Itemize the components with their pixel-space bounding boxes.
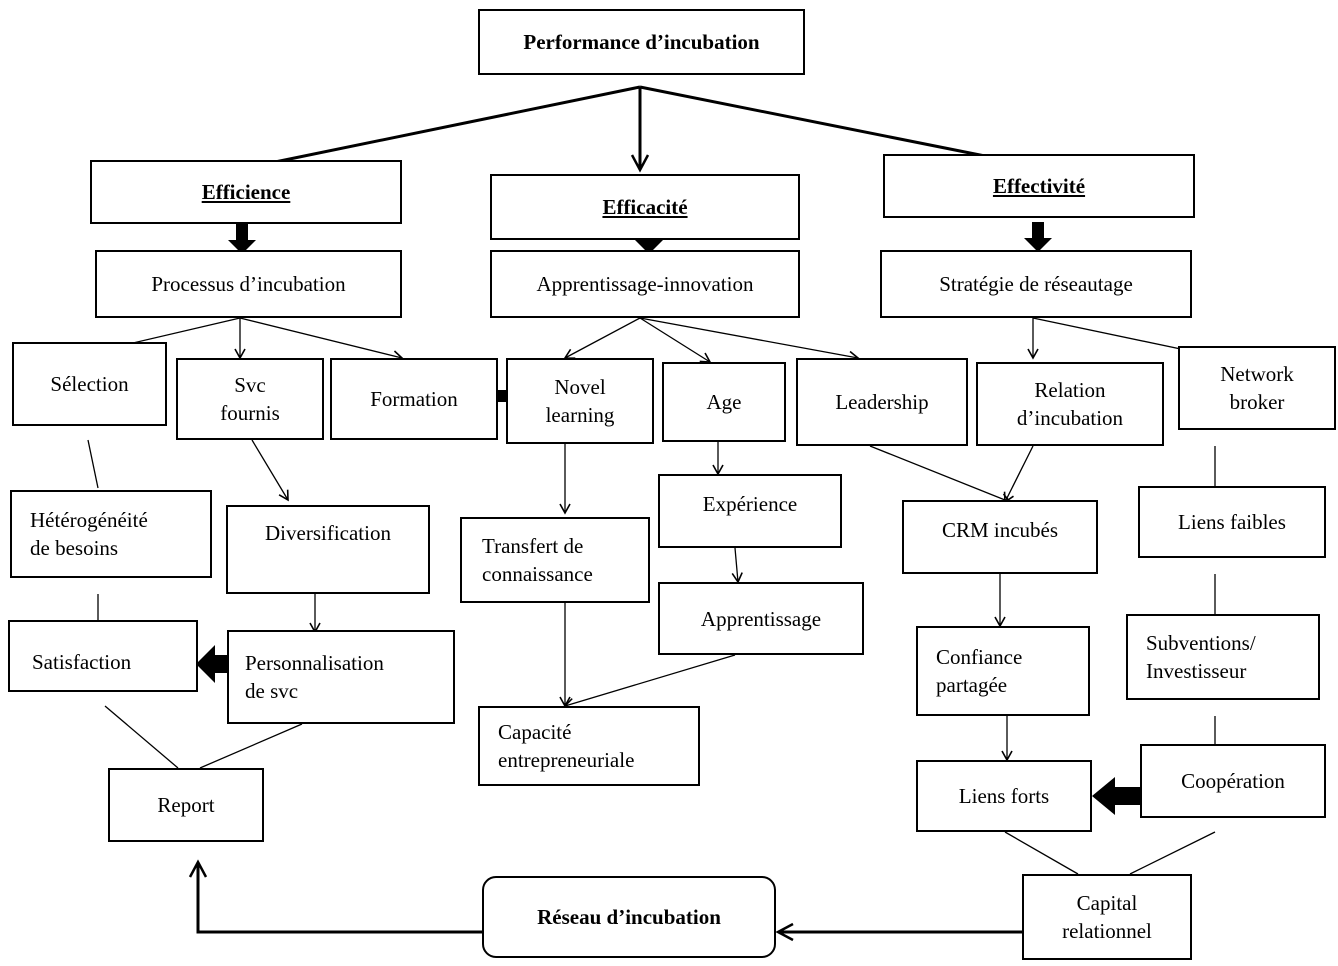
node-svc-fournis-label: Svc fournis xyxy=(220,373,280,425)
node-efficacite: Efficacité xyxy=(490,174,800,240)
node-leadership: Leadership xyxy=(796,358,968,446)
node-heterogeneite: Hétérogénéité de besoins xyxy=(10,490,212,578)
node-apprentissage-innovation: Apprentissage-innovation xyxy=(490,250,800,318)
node-personnalisation: Personnalisation de svc xyxy=(227,630,455,724)
node-capital: Capital relationnel xyxy=(1022,874,1192,960)
node-formation-label: Formation xyxy=(370,387,458,411)
node-selection: Sélection xyxy=(12,342,167,426)
top-connectors xyxy=(274,85,986,173)
lower-connectors xyxy=(87,439,1216,875)
node-reseau-label: Réseau d’incubation xyxy=(537,905,721,929)
node-network-broker-label: Network broker xyxy=(1220,362,1294,414)
node-capacite-label: Capacité entrepreneuriale xyxy=(498,720,635,772)
node-reseau: Réseau d’incubation xyxy=(482,876,776,958)
node-cooperation-label: Coopération xyxy=(1181,769,1285,793)
node-diversification: Diversification xyxy=(226,505,430,594)
node-apprentissage: Apprentissage xyxy=(658,582,864,655)
bottom-connectors xyxy=(188,859,1022,942)
node-effectivite: Effectivité xyxy=(883,154,1195,218)
node-performance-label: Performance d’incubation xyxy=(523,30,760,54)
node-strategie-label: Stratégie de réseautage xyxy=(939,272,1133,296)
node-processus-label: Processus d’incubation xyxy=(151,272,346,296)
node-formation: Formation xyxy=(330,358,498,440)
node-confiance-label: Confiance partagée xyxy=(936,645,1023,697)
node-apprentissage-label: Apprentissage xyxy=(700,606,822,631)
node-age: Age xyxy=(662,362,786,442)
node-liens-forts-label: Liens forts xyxy=(958,784,1050,808)
node-capital-label: Capital relationnel xyxy=(1062,891,1152,943)
node-subventions: Subventions/ Investisseur xyxy=(1126,614,1320,700)
node-age-label: Age xyxy=(706,390,742,414)
node-network-broker: Network broker xyxy=(1178,346,1336,430)
node-performance: Performance d’incubation xyxy=(478,9,805,75)
strategie-connectors xyxy=(1027,317,1196,360)
processus-connectors xyxy=(119,317,404,362)
node-apprentissage-innovation-label: Apprentissage-innovation xyxy=(536,272,754,296)
node-crm-label: CRM incubés xyxy=(941,518,1059,542)
node-diversification-label: Diversification xyxy=(265,521,391,545)
node-satisfaction-label: Satisfaction xyxy=(32,650,132,674)
node-confiance: Confiance partagée xyxy=(916,626,1090,716)
node-efficacite-label: Efficacité xyxy=(602,195,688,219)
node-liens-forts: Liens forts xyxy=(916,760,1092,832)
node-crm: CRM incubés xyxy=(902,500,1098,574)
node-svc-fournis: Svc fournis xyxy=(176,358,324,440)
node-liens-faibles: Liens faibles xyxy=(1138,486,1326,558)
node-leadership-label: Leadership xyxy=(835,390,929,414)
node-heterogeneite-label: Hétérogénéité de besoins xyxy=(30,508,148,560)
node-relation-incubation-label: Relation d’incubation xyxy=(1016,378,1124,430)
node-report-label: Report xyxy=(157,793,215,817)
node-novel-learning: Novel learning xyxy=(506,358,654,444)
node-transfert-label: Transfert de connaissance xyxy=(482,534,593,586)
node-efficience: Efficience xyxy=(90,160,402,224)
node-liens-faibles-label: Liens faibles xyxy=(1178,510,1286,534)
node-subventions-label: Subventions/ Investisseur xyxy=(1146,631,1256,683)
node-cooperation: Coopération xyxy=(1140,744,1326,818)
node-strategie: Stratégie de réseautage xyxy=(880,250,1192,318)
node-personnalisation-label: Personnalisation de svc xyxy=(245,651,384,703)
node-novel-learning-label: Novel learning xyxy=(545,375,615,427)
node-capacite: Capacité entrepreneuriale xyxy=(478,706,700,786)
node-report: Report xyxy=(108,768,264,842)
node-experience: Expérience xyxy=(658,474,842,548)
node-experience-label: Expérience xyxy=(702,492,798,516)
node-satisfaction: Satisfaction xyxy=(8,620,198,692)
node-processus: Processus d’incubation xyxy=(95,250,402,318)
node-effectivite-label: Effectivité xyxy=(992,174,1086,198)
node-efficience-label: Efficience xyxy=(201,180,291,204)
node-selection-label: Sélection xyxy=(50,372,129,396)
apprentissage-connectors xyxy=(563,317,860,363)
node-transfert: Transfert de connaissance xyxy=(460,517,650,603)
node-relation-incubation: Relation d’incubation xyxy=(976,362,1164,446)
